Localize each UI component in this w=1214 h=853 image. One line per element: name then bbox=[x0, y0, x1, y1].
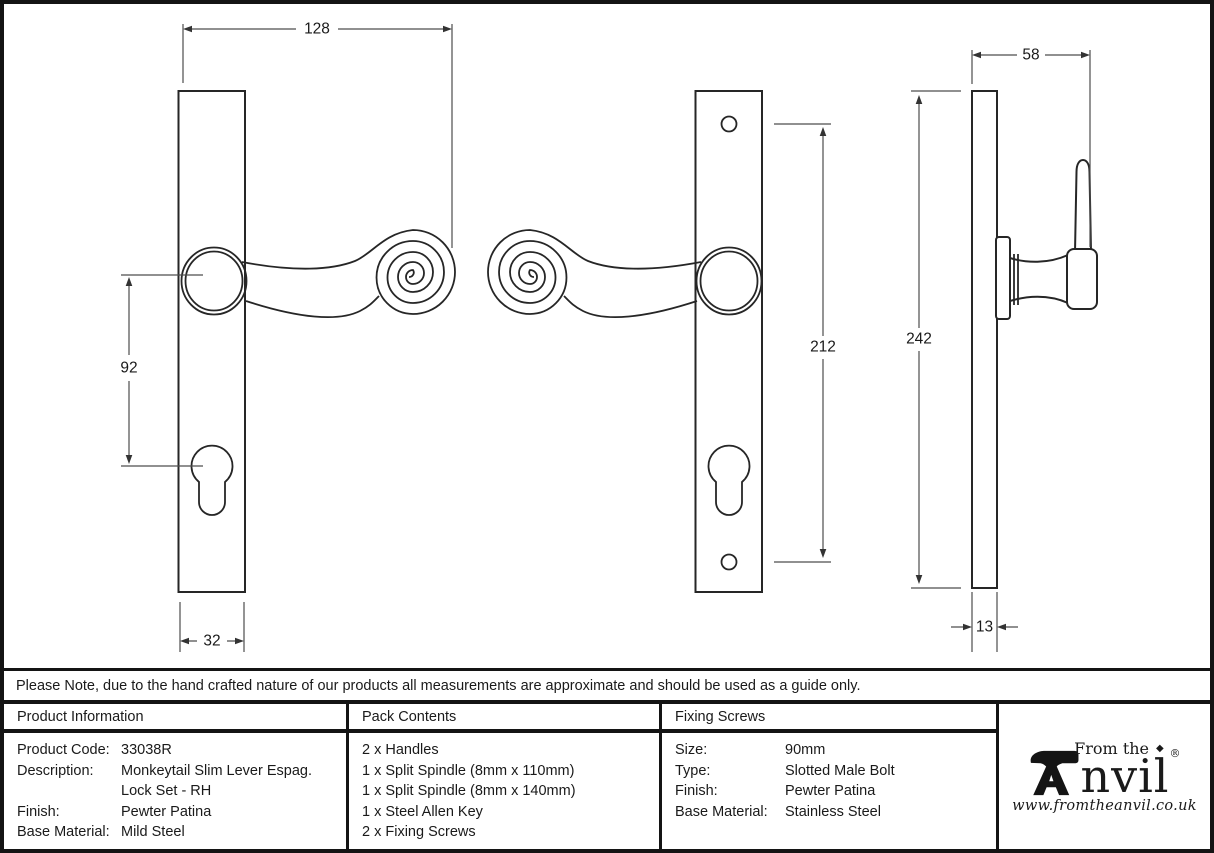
pack-item: 2 x Handles bbox=[362, 742, 439, 758]
measurement-note-bar: Please Note, due to the hand crafted nat… bbox=[4, 668, 1210, 704]
field-value: Pewter Patina bbox=[121, 803, 212, 820]
product-information-body: Product Code: 33038R Description: Monkeyta… bbox=[4, 733, 349, 849]
pack-item: 1 x Steel Allen Key bbox=[362, 803, 483, 820]
anvil-a-icon bbox=[1031, 750, 1079, 796]
dimension-centre-to-keyhole: 92 bbox=[120, 274, 203, 467]
lever-boss bbox=[1066, 248, 1098, 310]
dimension-plate-width: 32 bbox=[179, 602, 245, 652]
dimension-screw-centres: 212 bbox=[774, 123, 836, 563]
logo-from-the: From the bbox=[1074, 739, 1150, 758]
field-label: Finish: bbox=[17, 803, 60, 820]
dimension-plate-thickness: 13 bbox=[951, 592, 1018, 652]
dimension-projection: 58 bbox=[971, 47, 1091, 247]
euro-keyhole-icon bbox=[190, 444, 234, 516]
field-value: 33038R bbox=[121, 742, 172, 758]
rose-collar bbox=[995, 236, 1011, 320]
pack-item: 1 x Split Spindle (8mm x 110mm) bbox=[362, 762, 575, 779]
table-row: Finish: Pewter Patina bbox=[675, 781, 996, 802]
logo-cell: From the ◆ nvil ® www.fromtheanvil.co.uk bbox=[999, 704, 1210, 849]
field-label: Description: bbox=[17, 762, 94, 779]
dim-label-212: 212 bbox=[810, 339, 836, 356]
field-value: 90mm bbox=[785, 742, 826, 758]
header-product-information: Product Information bbox=[4, 704, 349, 733]
table-row: Type: Slotted Male Bolt bbox=[675, 761, 996, 782]
dimension-overall-width: 128 bbox=[182, 21, 453, 248]
pack-item: 2 x Fixing Screws bbox=[362, 824, 476, 841]
table-row: Product Code: 33038R bbox=[17, 740, 346, 761]
front-view-right-handle bbox=[487, 90, 763, 593]
dim-label-92: 92 bbox=[120, 360, 137, 377]
field-label: Base Material: bbox=[17, 824, 110, 841]
table-row: Lock Set - RH bbox=[17, 781, 346, 802]
fixing-screws-body: Size: 90mm Type: Slotted Male Bolt Finish:… bbox=[662, 733, 999, 849]
logo-brand-text: nvil bbox=[1080, 748, 1170, 803]
field-value: Monkeytail Slim Lever Espag. bbox=[121, 762, 312, 779]
pack-contents-body: 2 x Handles 1 x Split Spindle (8mm x 110… bbox=[349, 733, 662, 849]
field-label: Type: bbox=[675, 762, 711, 779]
lever-grip-profile bbox=[1073, 158, 1093, 253]
field-label: Product Code: bbox=[17, 742, 110, 758]
dim-label-58: 58 bbox=[1022, 47, 1039, 64]
field-value: Pewter Patina bbox=[785, 783, 876, 800]
bottom-screw-hole bbox=[720, 553, 738, 571]
table-row: Finish: Pewter Patina bbox=[17, 802, 346, 823]
pack-item: 1 x Split Spindle (8mm x 140mm) bbox=[362, 783, 576, 800]
euro-keyhole-icon bbox=[707, 444, 751, 516]
dimension-plate-height: 242 bbox=[906, 90, 961, 589]
field-label: Base Material: bbox=[675, 803, 768, 820]
table-row: Size: 90mm bbox=[675, 740, 996, 761]
header-pack-contents: Pack Contents bbox=[349, 704, 662, 733]
diamond-icon: ◆ bbox=[1156, 742, 1164, 754]
top-screw-hole bbox=[720, 115, 738, 133]
field-label: Size: bbox=[675, 742, 708, 758]
dim-label-13: 13 bbox=[976, 619, 993, 636]
left-backplate bbox=[177, 90, 246, 593]
backplate-side bbox=[971, 90, 998, 589]
table-row: Description: Monkeytail Slim Lever Espag. bbox=[17, 761, 346, 782]
table-row: Base Material: Mild Steel bbox=[17, 822, 346, 843]
field-value: Lock Set - RH bbox=[121, 783, 212, 800]
note-text: Please Note, due to the hand crafted nat… bbox=[16, 677, 861, 694]
front-view-left-handle bbox=[177, 90, 456, 593]
logo-url: www.fromtheanvil.co.uk bbox=[1012, 798, 1197, 814]
dim-label-242: 242 bbox=[906, 331, 932, 348]
header-fixing-screws: Fixing Screws bbox=[662, 704, 999, 733]
right-backplate bbox=[694, 90, 763, 593]
table-row: Base Material: Stainless Steel bbox=[675, 802, 996, 823]
product-drawing: 128 92 32 212 242 bbox=[120, 21, 1098, 652]
side-view-handle bbox=[971, 90, 1098, 589]
field-label: Finish: bbox=[675, 783, 718, 800]
field-value: Stainless Steel bbox=[785, 803, 881, 820]
registered-mark: ® bbox=[1169, 747, 1181, 760]
field-value: Slotted Male Bolt bbox=[785, 762, 895, 779]
dim-label-128: 128 bbox=[304, 21, 330, 38]
field-value: Mild Steel bbox=[121, 824, 185, 841]
from-the-anvil-logo: From the ◆ nvil ® www.fromtheanvil.co.uk bbox=[1012, 739, 1197, 814]
dim-label-32: 32 bbox=[203, 633, 220, 650]
spec-table: Product Information Pack Contents Fixing… bbox=[4, 704, 1210, 849]
